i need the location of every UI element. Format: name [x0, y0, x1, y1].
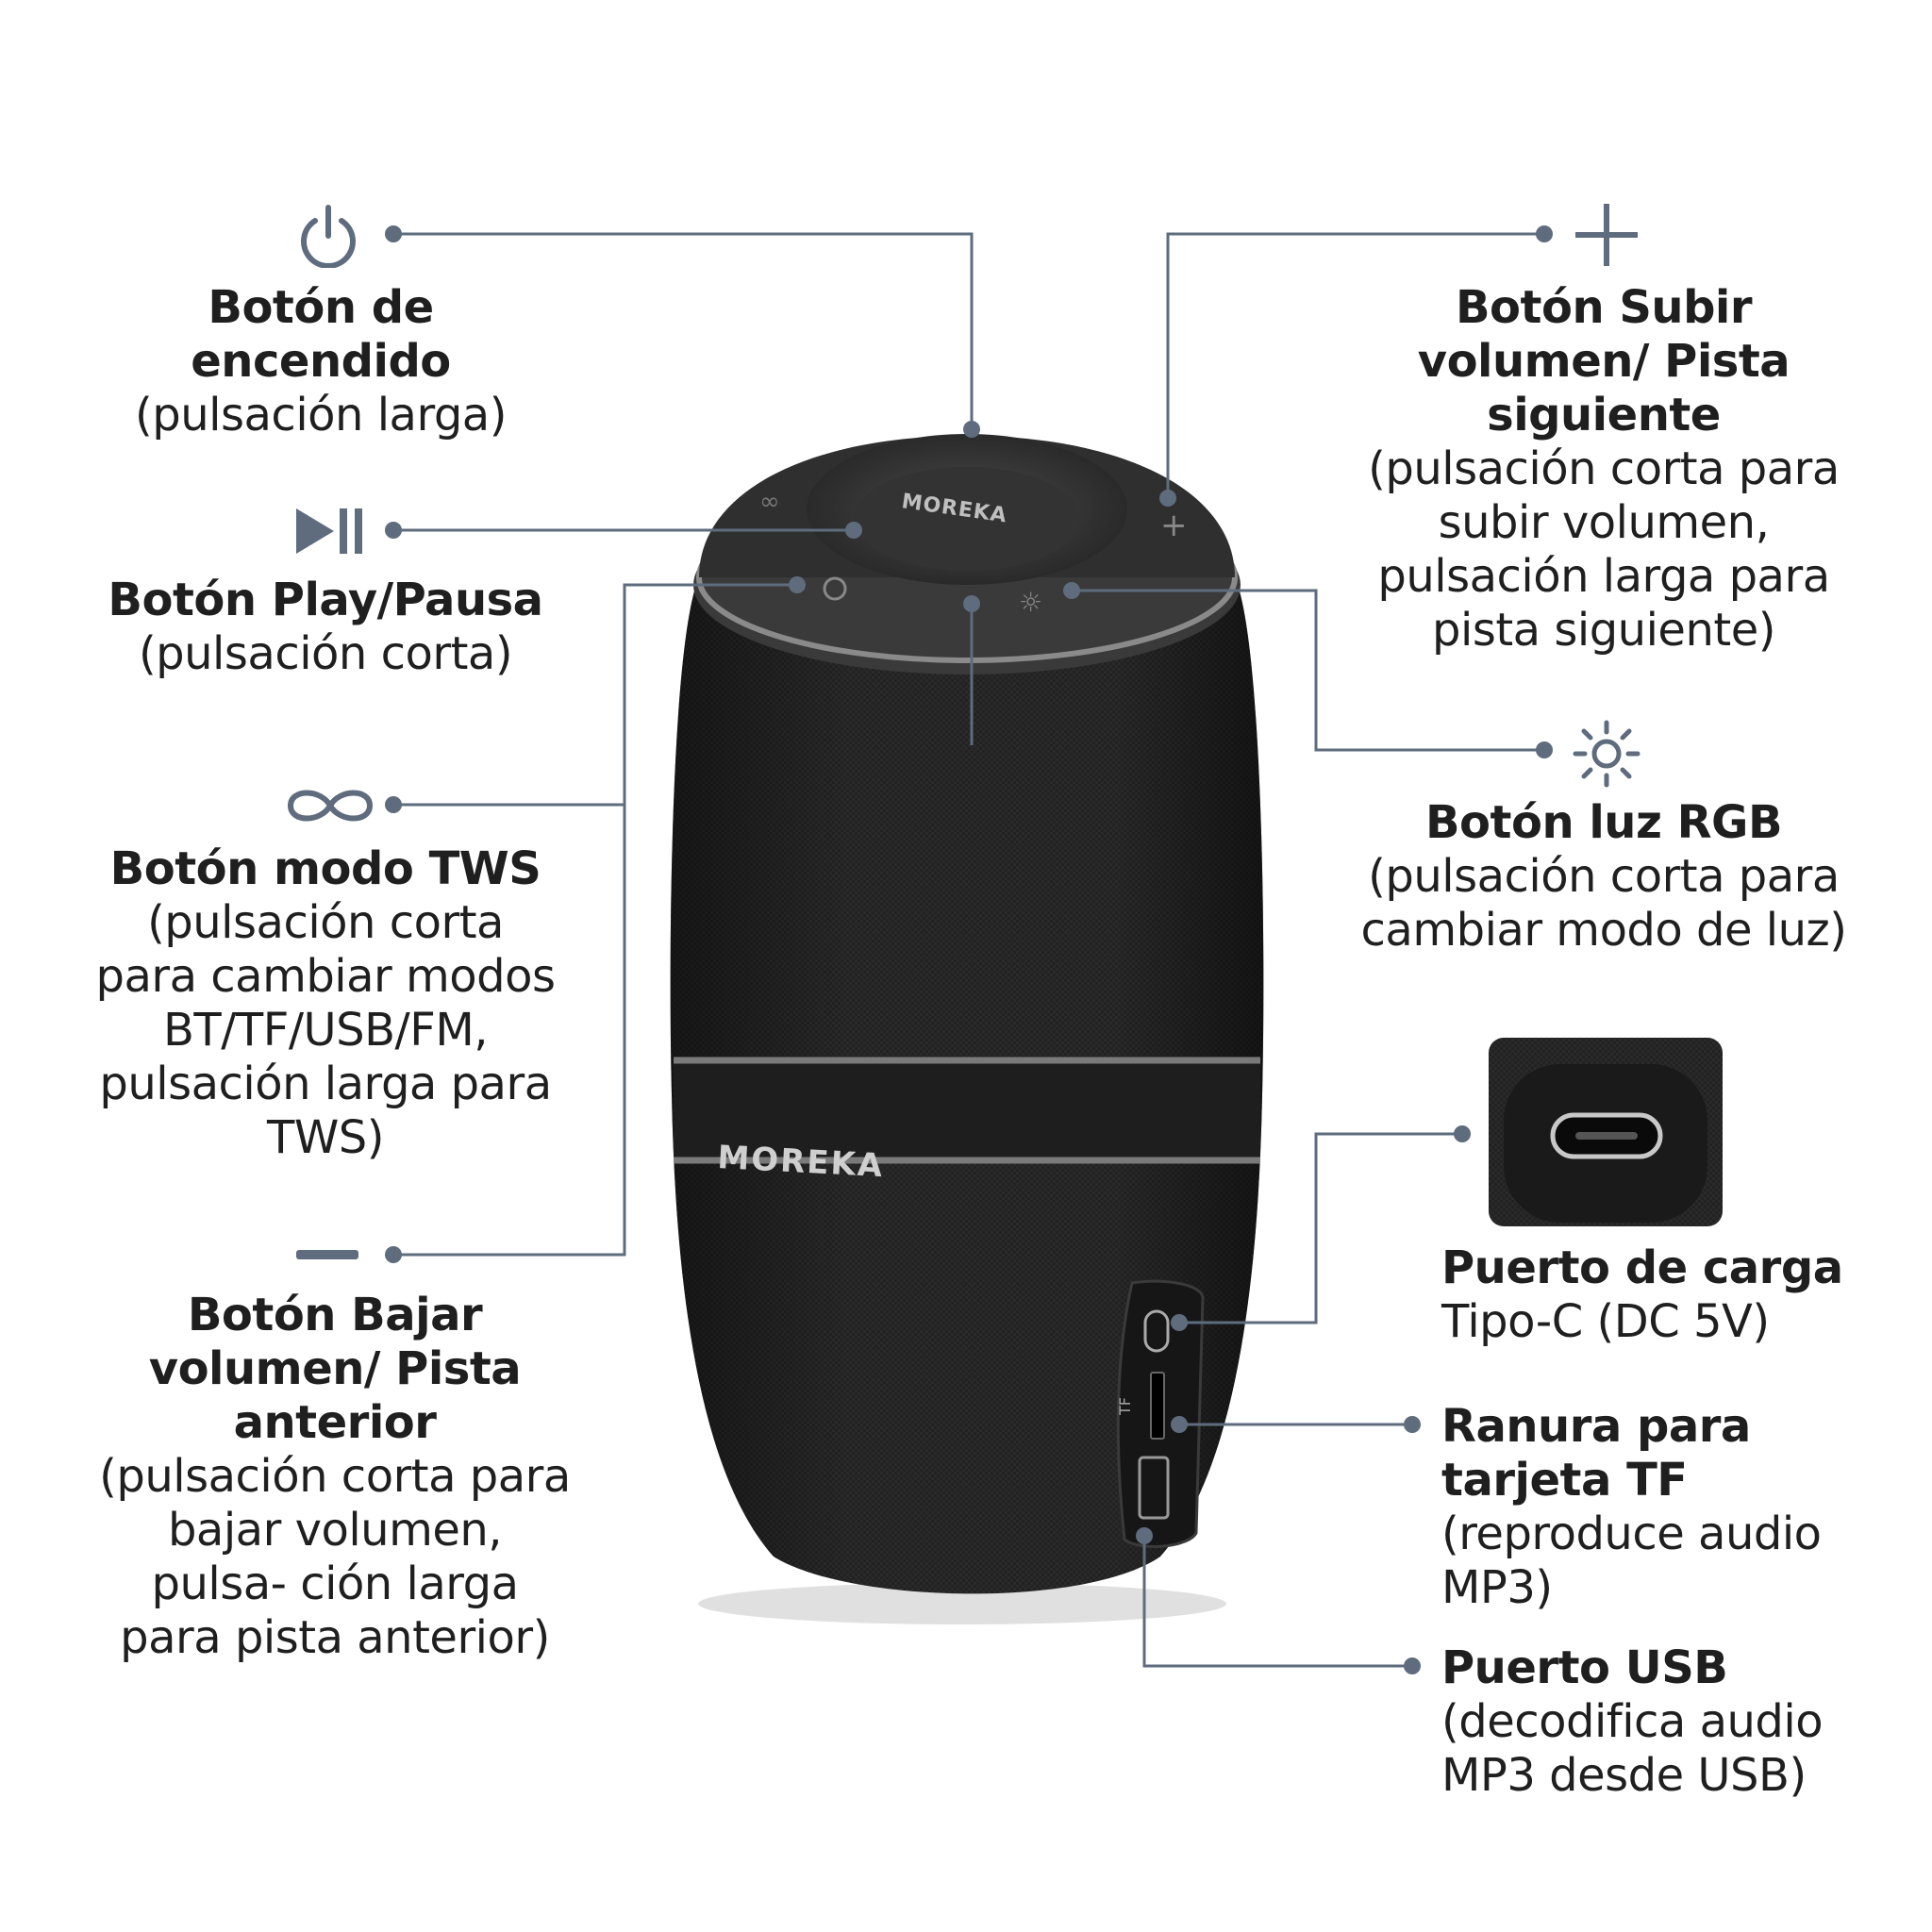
volume-down-desc: (pulsación corta para bajar volumen, pul… [99, 1450, 571, 1664]
volume-up-title: Botón Subir volumen/ Pista siguiente [1417, 281, 1790, 441]
infinity-icon [287, 790, 374, 822]
power-button-desc: (pulsación larga) [135, 389, 507, 441]
usb-c-desc: Tipo-C (DC 5V) [1441, 1295, 1770, 1348]
band-brand-logo: MOREKA [717, 1139, 886, 1185]
usb-c-port-small [1143, 1309, 1170, 1353]
power-icon [301, 205, 356, 268]
usb-c-closeup-image [1489, 1038, 1723, 1226]
logo-band: MOREKA [674, 1057, 1260, 1185]
volume-down-callout: Botón Bajar volumen/ Pista anterior (pul… [94, 1289, 575, 1665]
usb-port-desc: (decodifica audio MP3 desde USB) [1441, 1695, 1824, 1802]
sun-icon [1573, 720, 1641, 788]
usb-port-small [1138, 1456, 1170, 1520]
play-pause-icon [296, 508, 362, 554]
ports-panel: TF [1116, 1279, 1205, 1548]
usb-port-title: Puerto USB [1441, 1641, 1728, 1694]
play-pause-callout: Botón Play/Pausa (pulsación corta) [104, 574, 547, 681]
play-pause-desc: (pulsación corta) [138, 627, 513, 680]
tf-slot-callout: Ranura para tarjeta TF (reproduce audio … [1441, 1400, 1875, 1615]
volume-down-title: Botón Bajar volumen/ Pista anterior [148, 1289, 522, 1449]
rgb-light-title: Botón luz RGB [1424, 796, 1783, 849]
leader-dots [385, 225, 1553, 1674]
power-button-title: Botón de encendido [191, 281, 451, 388]
tws-mode-desc: (pulsación corta para cambiar modos BT/T… [95, 896, 556, 1164]
svg-text:☼: ☼ [1019, 587, 1042, 618]
power-button-callout: Botón de encendido (pulsación larga) [85, 281, 557, 442]
usb-c-title: Puerto de carga [1441, 1241, 1843, 1294]
volume-up-callout: Botón Subir volumen/ Pista siguiente (pu… [1358, 281, 1849, 658]
usb-c-callout: Puerto de carga Tipo-C (DC 5V) [1441, 1241, 1875, 1349]
tf-slot-title: Ranura para tarjeta TF [1441, 1400, 1751, 1507]
tf-slot-desc: (reproduce audio MP3) [1441, 1507, 1822, 1614]
rgb-light-callout: Botón luz RGB (pulsación corta para camb… [1358, 796, 1849, 958]
usb-port-callout: Puerto USB (decodifica audio MP3 desde U… [1441, 1641, 1838, 1803]
leader-lines [393, 232, 1544, 1668]
tws-mode-callout: Botón modo TWS (pulsación corta para cam… [94, 842, 557, 1165]
minus-icon [296, 1250, 358, 1259]
svg-text:∞: ∞ [759, 488, 780, 516]
tws-mode-title: Botón modo TWS [109, 842, 541, 895]
top-cap: MOREKA ∞ + ☼ [693, 434, 1241, 675]
tf-slot-small [1150, 1372, 1165, 1440]
plus-icon [1575, 204, 1638, 266]
volume-up-desc: (pulsación corta para subir volumen, pul… [1368, 442, 1840, 657]
svg-text:+: + [1160, 507, 1188, 544]
tf-port-label: TF [1116, 1397, 1134, 1416]
rgb-light-desc: (pulsación corta para cambiar modo de lu… [1360, 850, 1847, 957]
play-pause-title: Botón Play/Pausa [108, 574, 543, 626]
